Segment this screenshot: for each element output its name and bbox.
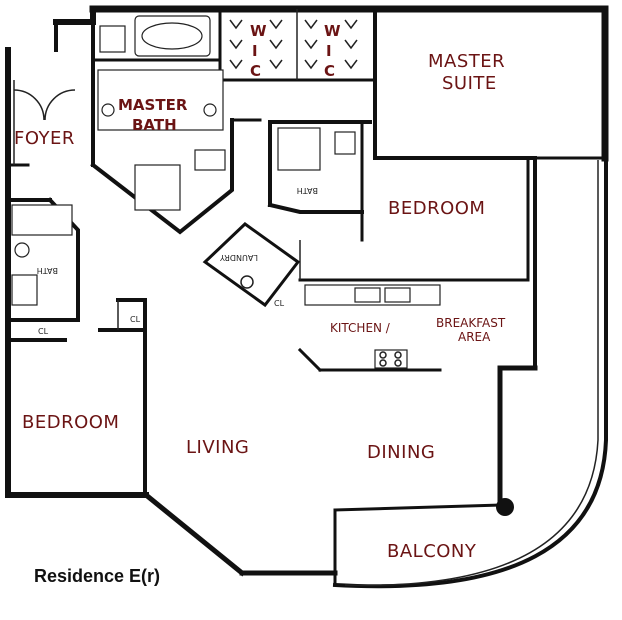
master-suite-label-2: SUITE	[442, 73, 497, 94]
master-bath-label-2: BATH	[132, 116, 177, 134]
closet-label-west: CL	[130, 315, 141, 324]
balcony-label: BALCONY	[387, 541, 477, 562]
east-bedroom-walls: BATH	[267, 120, 530, 282]
master-suite-label-1: MASTER	[428, 51, 505, 72]
kitchen-walls	[297, 284, 442, 373]
bedroom-east-label: BEDROOM	[388, 198, 485, 219]
west-wing-walls: BATH CL CL	[6, 20, 147, 497]
outer-walls	[5, 5, 609, 577]
bath-west-label: BATH	[37, 266, 58, 275]
laundry-label: LAUNDRY	[220, 253, 258, 262]
closet-label-laundry: CL	[274, 299, 285, 308]
bath-east-label: BATH	[297, 186, 318, 195]
kitchen-label: KITCHEN /	[330, 321, 391, 335]
bedroom-west-label: BEDROOM	[22, 412, 119, 433]
living-label: LIVING	[186, 437, 249, 458]
master-wing-walls	[90, 7, 537, 235]
breakfast-label-2: AREA	[458, 330, 491, 344]
laundry-walls: LAUNDRY CL	[202, 222, 301, 308]
closet-label-bath: CL	[38, 327, 49, 336]
balcony-outline	[332, 156, 608, 589]
master-bath-label-1: MASTER	[118, 96, 188, 114]
breakfast-label-1: BREAKFAST	[436, 316, 506, 330]
dining-label: DINING	[367, 442, 435, 463]
residence-caption: Residence E(r)	[34, 566, 161, 586]
foyer-label: FOYER	[14, 128, 75, 149]
